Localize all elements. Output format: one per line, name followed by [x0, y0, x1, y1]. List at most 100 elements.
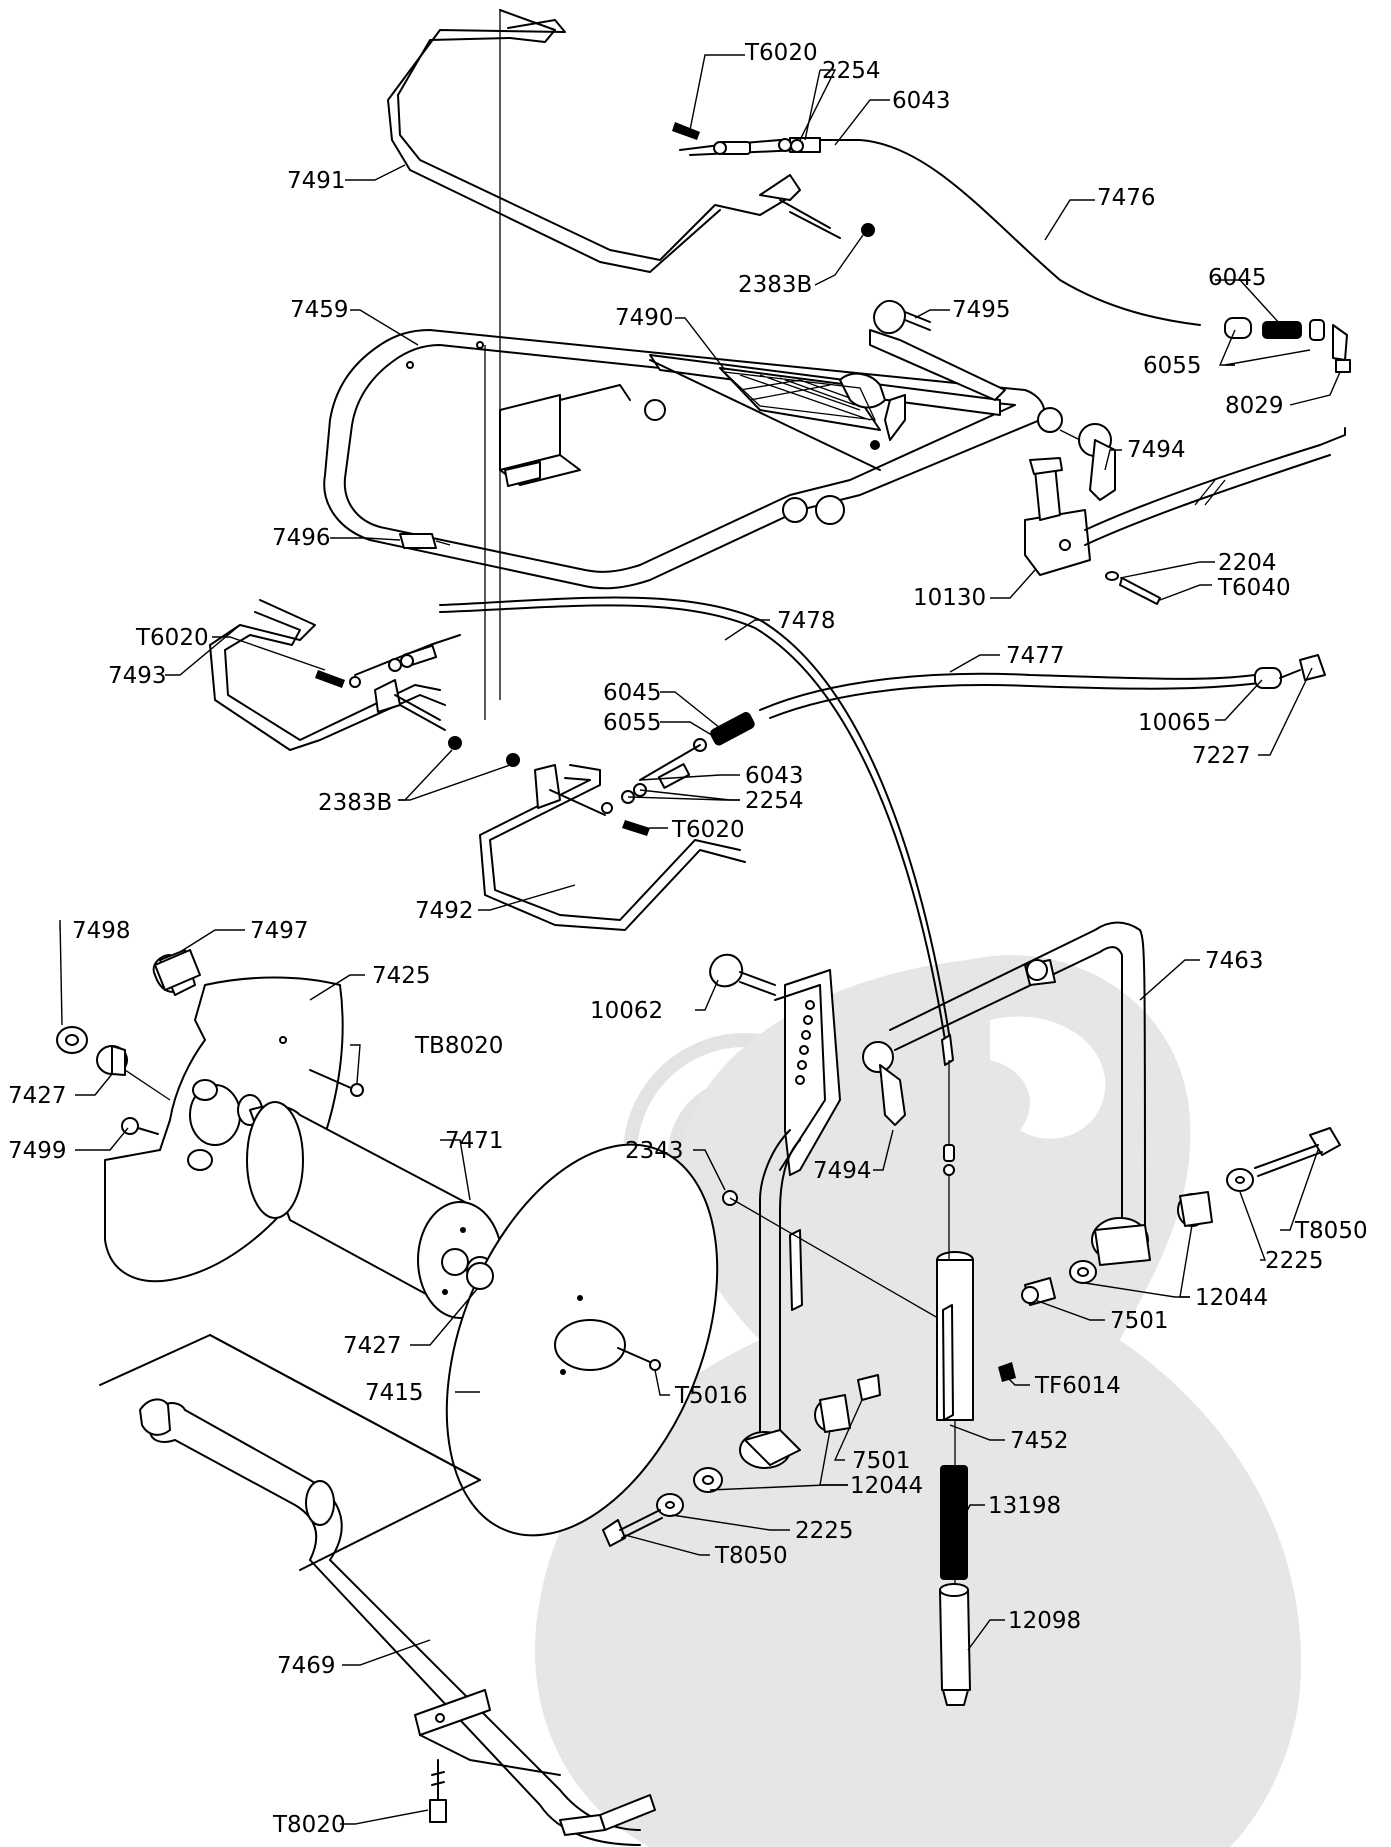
label-2383b-top: 2383B: [738, 272, 812, 298]
bolt-t8020: [429, 1759, 447, 1823]
lever-7494-low: [862, 1041, 906, 1126]
label-t8050-low: T8050: [714, 1543, 788, 1569]
label-6043-mid: 6043: [745, 763, 804, 789]
label-7496: 7496: [272, 525, 331, 551]
label-7491: 7491: [287, 168, 346, 194]
label-7427-top: 7427: [8, 1083, 67, 1109]
label-7427-low: 7427: [343, 1333, 402, 1359]
label-2204: 2204: [1218, 550, 1277, 576]
label-t8050-right: T8050: [1294, 1218, 1368, 1244]
label-t8020: T8020: [272, 1812, 346, 1838]
bushing-7427-top: [96, 1045, 128, 1076]
handle-bar-7491: [387, 9, 841, 273]
bolt-t8050-right: [1254, 1127, 1341, 1177]
label-7499: 7499: [8, 1138, 67, 1164]
watermark: [534, 955, 1302, 1847]
label-12044-right: 12044: [1195, 1285, 1268, 1311]
label-7452: 7452: [1010, 1428, 1069, 1454]
label-7493: 7493: [108, 663, 167, 689]
label-t6040: T6040: [1217, 575, 1291, 601]
label-7498: 7498: [72, 918, 131, 944]
label-tb8020: TB8020: [414, 1033, 503, 1059]
label-2343: 2343: [625, 1138, 684, 1164]
label-7501-low: 7501: [852, 1448, 911, 1474]
label-10065: 10065: [1138, 710, 1211, 736]
end-cap-7496-line: [435, 540, 451, 546]
cable-7477: [601, 654, 1326, 836]
label-2254-mid: 2254: [745, 788, 804, 814]
label-2225-low: 2225: [795, 1518, 854, 1544]
label-t6020-low: T6020: [671, 817, 745, 843]
label-10062: 10062: [590, 998, 663, 1024]
end-cap-7496: [399, 533, 437, 549]
label-7497: 7497: [250, 918, 309, 944]
pin-7497: [154, 949, 201, 991]
plunger-12098: [939, 1583, 971, 1706]
label-7469: 7469: [277, 1653, 336, 1679]
label-6043-top: 6043: [892, 88, 951, 114]
drum-7471: [246, 1101, 503, 1320]
label-10130: 10130: [913, 585, 986, 611]
label-7227: 7227: [1192, 743, 1251, 769]
nut-2383b-mid-a: [448, 736, 462, 750]
label-7415: 7415: [365, 1380, 424, 1406]
label-7494-low: 7494: [813, 1158, 872, 1184]
bushings-low: [656, 1374, 881, 1517]
bail-7492: [479, 764, 746, 931]
cable-7478-end: [941, 1034, 955, 1260]
knob-7499: [121, 1117, 159, 1135]
side-plate-assembly: [739, 969, 841, 1469]
label-7477: 7477: [1006, 643, 1065, 669]
label-12044-low: 12044: [850, 1473, 923, 1499]
label-7471: 7471: [445, 1128, 504, 1154]
bail-7493: [209, 599, 446, 751]
shaft-line-reel: [124, 1069, 171, 1101]
part-labels: T6020 2254 6043 7491 7476 2383B 6045 745…: [8, 40, 1368, 1838]
label-t5016: T5016: [674, 1383, 748, 1409]
screw-tb8020: [309, 1069, 364, 1097]
label-t6020-top: T6020: [744, 40, 818, 66]
label-7490: 7490: [615, 305, 674, 331]
label-7476: 7476: [1097, 185, 1156, 211]
lever-7494-top: [1059, 423, 1116, 501]
label-2383b-mid: 2383B: [318, 790, 392, 816]
u-frame-7463: [889, 921, 1151, 1266]
knob-10062: [709, 953, 776, 996]
screw-tf6014: [998, 1362, 1016, 1382]
label-6045-top: 6045: [1208, 265, 1267, 291]
reel-flange-7425: [104, 949, 344, 1283]
throttle-10130: [1024, 427, 1346, 605]
bolt-t8050-low: [602, 1509, 663, 1547]
label-6045-mid: 6045: [603, 680, 662, 706]
nut-2383b-mid-b: [506, 753, 520, 767]
washer-7498: [56, 1026, 88, 1054]
label-7501-right: 7501: [1110, 1308, 1169, 1334]
frame-7459: [323, 329, 1063, 590]
reel-flange-7415: [445, 1143, 719, 1537]
label-12098: 12098: [1008, 1608, 1081, 1634]
cable-7478-fittings: [315, 634, 461, 688]
handle-7469: [99, 1334, 656, 1846]
leader-lines: [59, 54, 1341, 1825]
label-8029: 8029: [1225, 393, 1284, 419]
cable-7478: [439, 596, 951, 1041]
label-7425: 7425: [372, 963, 431, 989]
label-7459: 7459: [290, 297, 349, 323]
tube-7452: [936, 1251, 974, 1421]
label-2254-top: 2254: [822, 58, 881, 84]
label-7494-top: 7494: [1127, 437, 1186, 463]
label-2225-right: 2225: [1265, 1248, 1324, 1274]
label-6055-mid: 6055: [603, 710, 662, 736]
label-7495: 7495: [952, 297, 1011, 323]
label-7492: 7492: [415, 898, 474, 924]
shaft-line-2343: [729, 1197, 951, 1326]
bushing-7427-low: [466, 1262, 494, 1290]
bushings-right: [1021, 1191, 1213, 1306]
label-6055-top: 6055: [1143, 353, 1202, 379]
cable-7478-inner: [439, 604, 946, 1041]
label-7463: 7463: [1205, 948, 1264, 974]
nut-2383b-top: [861, 223, 875, 237]
label-13198: 13198: [988, 1493, 1061, 1519]
cable-7476: [672, 122, 1351, 373]
